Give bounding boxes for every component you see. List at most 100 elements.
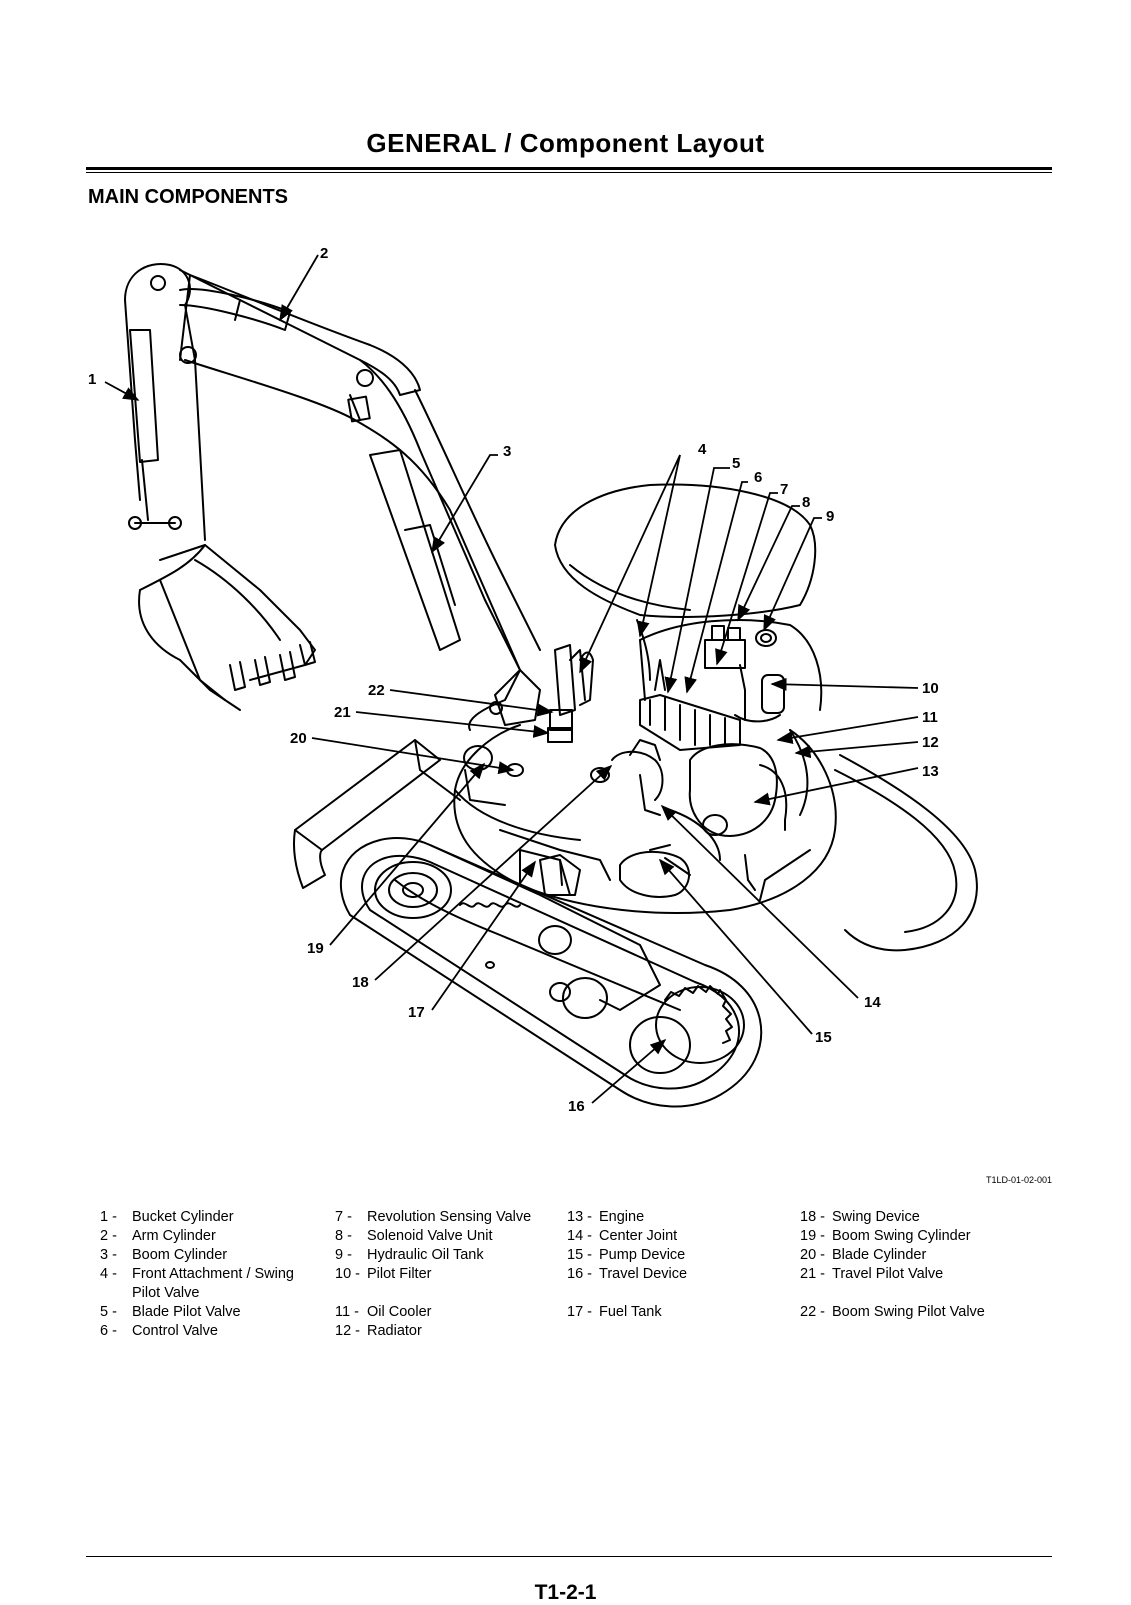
callout-22: 22: [368, 682, 385, 699]
legend-number: 6 -: [100, 1323, 117, 1339]
legend-number: 2 -: [100, 1228, 117, 1244]
track-rollers: [485, 925, 608, 1019]
legend-number: 12 -: [335, 1323, 360, 1339]
callout-16: 16: [568, 1098, 585, 1115]
legend-item: 21 - Travel Pilot Valve: [800, 1265, 1017, 1284]
figure-id: T1LD-01-02-001: [985, 1175, 1052, 1185]
legend-label: Boom Swing Cylinder: [832, 1228, 971, 1244]
legend-number: 20 -: [800, 1247, 825, 1263]
legend-number: 15 -: [567, 1247, 592, 1263]
legend-label: Center Joint: [599, 1228, 678, 1244]
legend-item: 8 - Solenoid Valve Unit: [335, 1227, 552, 1246]
legend-label: Blade Cylinder: [832, 1247, 927, 1263]
callout-17: 17: [408, 1004, 425, 1021]
callout-numbers: 1 2 3 4 5 6 7 8 9 10 11 12 13 14 15 16 1…: [88, 245, 939, 1115]
legend-item: 2 - Arm Cylinder: [100, 1227, 317, 1246]
legend-label: Revolution Sensing Valve: [367, 1209, 532, 1225]
legend-label: Arm Cylinder: [132, 1228, 216, 1244]
rear-housing: [639, 619, 823, 816]
legend-number: 18 -: [800, 1209, 825, 1225]
dozer-blade: [293, 739, 461, 889]
callout-9: 9: [826, 508, 834, 525]
bucket-cylinder: [128, 329, 182, 530]
legend-label: Travel Pilot Valve: [832, 1266, 944, 1282]
legend-label: Front Attachment / Swing Pilot Valve: [132, 1266, 294, 1301]
legend-label: Boom Swing Pilot Valve: [832, 1304, 985, 1320]
engine: [688, 743, 788, 891]
callout-10: 10: [922, 680, 939, 697]
legend-label: Hydraulic Oil Tank: [367, 1247, 484, 1263]
left-crawler-track: [339, 836, 763, 1108]
callout-6: 6: [754, 469, 762, 486]
callout-5: 5: [732, 455, 740, 472]
legend-number: 3 -: [100, 1247, 117, 1263]
boom: [179, 269, 541, 731]
legend-number: 14 -: [567, 1228, 592, 1244]
fuel-tank: [539, 854, 581, 896]
header-rule-thin: [86, 172, 1052, 173]
sprocket: [629, 985, 745, 1074]
right-crawler-track: [834, 754, 978, 952]
legend-item: 14 - Center Joint: [567, 1227, 784, 1246]
legend-column-2: 7 - Revolution Sensing Valve 8 - Solenoid …: [335, 1208, 552, 1341]
callout-19: 19: [307, 940, 324, 957]
legend-item: 19 -Boom Swing Cylinder: [800, 1227, 1017, 1246]
legend-number: 16 -: [567, 1266, 592, 1282]
boom-cylinder: [369, 449, 461, 651]
legend-number: 1 -: [100, 1209, 117, 1225]
legend-item: 15 -Pump Device: [567, 1246, 784, 1265]
page-title: GENERAL / Component Layout: [366, 128, 765, 158]
legend-label: Swing Device: [832, 1209, 920, 1225]
callout-4: 4: [698, 441, 707, 458]
legend-label: Engine: [599, 1209, 645, 1225]
callout-8: 8: [802, 494, 810, 511]
cab-roof: [554, 483, 817, 618]
legend-item: 1 -Bucket Cylinder: [100, 1208, 317, 1227]
control-valve-block: [639, 659, 741, 751]
legend-number: 8 -: [335, 1228, 352, 1244]
callout-20: 20: [290, 730, 307, 747]
legend-item: 3 -Boom Cylinder: [100, 1246, 317, 1265]
legend-number: 4 -: [100, 1266, 117, 1282]
legend-label: Control Valve: [132, 1323, 218, 1339]
legend-number: 11 -: [335, 1304, 359, 1320]
legend-label: Oil Cooler: [367, 1304, 432, 1320]
legend-number: 21 -: [800, 1266, 825, 1282]
legend-item: 22 -Boom Swing Pilot Valve: [800, 1303, 1017, 1322]
pilot-filter: [734, 674, 785, 723]
legend-number: 7 -: [335, 1209, 352, 1225]
legend-label: Pilot Filter: [367, 1266, 432, 1282]
callout-12: 12: [922, 734, 939, 751]
legend-item: 11 - Oil Cooler: [335, 1303, 552, 1322]
sensing-valves: [704, 625, 777, 721]
legend-label: Solenoid Valve Unit: [367, 1228, 493, 1244]
callout-18: 18: [352, 974, 369, 991]
legend-item: 7 - Revolution Sensing Valve: [335, 1208, 552, 1227]
callout-21: 21: [334, 704, 351, 721]
legend-column-1: 1 -Bucket Cylinder 2 - Arm Cylinder 3 -Bo…: [100, 1208, 317, 1341]
callout-7: 7: [780, 481, 788, 498]
control-levers: [547, 619, 651, 743]
legend-number: 17 -: [567, 1304, 592, 1320]
callout-15: 15: [815, 1029, 832, 1046]
callout-3: 3: [503, 443, 511, 460]
legend-item: 13 -Engine: [567, 1208, 784, 1227]
legend-item: 18 - Swing Device: [800, 1208, 1017, 1227]
legend-number: 10 -: [335, 1266, 360, 1282]
legend-item: 16 -Travel Device: [567, 1265, 784, 1284]
callout-13: 13: [922, 763, 939, 780]
legend-label: Radiator: [367, 1323, 422, 1339]
track-frame: [429, 844, 661, 1011]
callout-14: 14: [864, 994, 881, 1011]
tension-spring: [459, 902, 521, 908]
legend-item: 10 - Pilot Filter: [335, 1265, 552, 1284]
legend-label: Blade Pilot Valve: [132, 1304, 241, 1320]
footer-rule: [86, 1556, 1052, 1557]
bucket: [138, 544, 316, 711]
legend-column-3: 13 -Engine 14 - Center Joint 15 -Pump Dev…: [567, 1208, 784, 1322]
legend-number: 9 -: [335, 1247, 352, 1263]
legend-item: 20 - Blade Cylinder: [800, 1246, 1017, 1265]
legend-number: 5 -: [100, 1304, 117, 1320]
header-rule: [86, 167, 1052, 170]
arm-cylinder: [179, 288, 291, 331]
